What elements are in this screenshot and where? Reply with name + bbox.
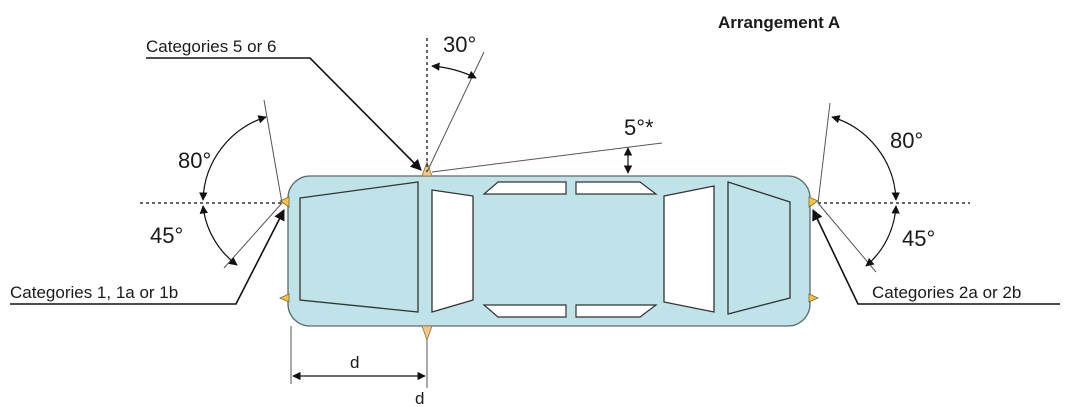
top-window-right [575,181,658,195]
left-angle-line-45 [223,202,283,269]
front-side-window [431,189,474,313]
right-angle-line-80 [817,102,831,204]
rear-lamp [808,196,819,208]
label-cat-5-6: Categories 5 or 6 [146,37,276,56]
rear-lamp-lower [808,293,819,303]
bottom-window-left [482,304,567,318]
bottom-window-right [575,304,658,318]
right-arc-80 [831,115,900,201]
label-cat-1: Categories 1, 1a or 1b [10,283,178,302]
right-arc-45 [865,205,900,267]
left-angle-line-80 [263,99,283,204]
side-lamp-bottom [421,325,433,342]
label-5: 5°* [624,115,654,140]
leader-cat-5-6 [146,57,422,171]
label-cat-2: Categories 2a or 2b [872,283,1021,302]
front-windshield [299,181,419,313]
left-arc-45 [199,205,238,266]
angle-line-5 [431,142,663,173]
leader-cat-2 [812,208,1060,305]
label-dim-d: d [350,353,359,372]
label-dim-d-bottom: d [415,389,424,407]
leader-cat-1 [10,209,285,305]
label-right-45: 45° [902,226,935,251]
rear-windshield [727,181,791,315]
arc-30 [431,62,477,79]
front-lamp-lower [279,293,290,303]
top-window-left [482,181,567,195]
diagram-title: Arrangement A [718,13,840,32]
label-left-80: 80° [178,148,211,173]
side-lamp-top [421,160,433,177]
rear-side-window [663,185,715,313]
label-right-80: 80° [890,128,923,153]
label-left-45: 45° [150,223,183,248]
left-arc-80 [199,115,267,201]
label-30: 30° [443,32,476,57]
front-lamp [279,196,290,208]
